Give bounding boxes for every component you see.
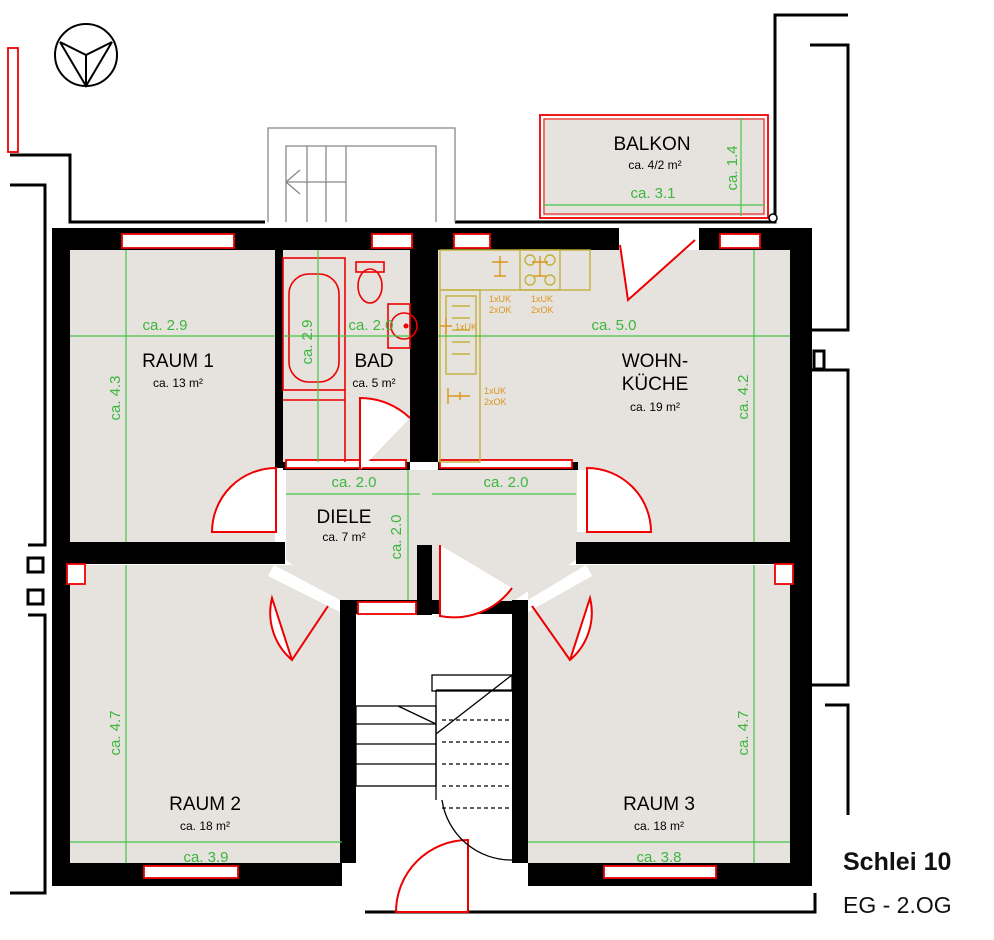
diele-dim-width-left: ca. 2.0	[331, 474, 376, 491]
raum3-area: ca. 18 m²	[634, 819, 684, 833]
staircase	[355, 674, 513, 861]
bad-area: ca. 5 m²	[352, 376, 395, 390]
diele-area: ca. 7 m²	[322, 530, 365, 544]
raum2-name: RAUM 2	[169, 794, 241, 815]
wohnkueche-name-line1: WOHN-	[622, 351, 688, 372]
raum1-area: ca. 13 m²	[153, 376, 203, 390]
balkon-dim-height: ca. 1.4	[724, 145, 741, 190]
kitchen-labels: 1xUK 2xOK 1xUK 2xOK 1xUK 1xUK 2xOK	[455, 294, 554, 407]
kitchen-fixtures	[439, 249, 591, 463]
raum3-name: RAUM 3	[623, 794, 695, 815]
raum2-area: ca. 18 m²	[180, 819, 230, 833]
kitchen-label: 1xUK	[531, 294, 553, 304]
balkon-name: BALKON	[613, 134, 690, 155]
kitchen-label: 1xUK	[489, 294, 511, 304]
balcony	[539, 114, 778, 223]
raum2-dim-width: ca. 3.9	[183, 849, 228, 866]
north-arrow-icon	[54, 23, 118, 88]
building-name: Schlei 10	[843, 848, 952, 876]
dimension-lines	[70, 118, 790, 863]
bad-dim-height: ca. 2.9	[299, 319, 316, 364]
balkon-dim-width: ca. 3.1	[630, 185, 675, 202]
raum3-dim-height: ca. 4.7	[735, 710, 752, 755]
door-swings	[210, 239, 696, 913]
wohnkueche-area: ca. 19 m²	[630, 400, 680, 414]
bathroom-fixtures	[282, 257, 418, 462]
bad-dim-width: ca. 2.0	[348, 317, 393, 334]
kitchen-label: 2xOK	[484, 397, 507, 407]
wohnkueche-dim-width: ca. 5.0	[591, 317, 636, 334]
diele-dim-width-right: ca. 2.0	[483, 474, 528, 491]
outside-stairs	[267, 127, 456, 222]
exterior-walls	[10, 13, 850, 914]
raum1-dim-width: ca. 2.9	[142, 317, 187, 334]
floor-range: EG - 2.OG	[843, 892, 952, 918]
diele-name: DIELE	[317, 507, 372, 528]
kitchen-label: 2xOK	[531, 305, 554, 315]
raum2-dim-height: ca. 4.7	[107, 710, 124, 755]
kitchen-label: 1xUK	[484, 386, 506, 396]
room-raum3-floor	[528, 565, 790, 863]
bad-name: BAD	[354, 351, 393, 372]
room-raum2-floor	[70, 565, 342, 863]
raum1-name: RAUM 1	[142, 351, 214, 372]
windows	[7, 47, 794, 879]
room-balkon-floor	[543, 118, 765, 216]
raum3-dim-width: ca. 3.8	[636, 849, 681, 866]
balkon-area: ca. 4/2 m²	[628, 158, 681, 172]
wohnkueche-name-line2: KÜCHE	[622, 374, 689, 395]
kitchen-label: 1xUK	[455, 322, 477, 332]
wohnkueche-dim-height: ca. 4.2	[735, 374, 752, 419]
diele-dim-height: ca. 2.0	[388, 514, 405, 559]
raum1-dim-height: ca. 4.3	[107, 375, 124, 420]
kitchen-label: 2xOK	[489, 305, 512, 315]
